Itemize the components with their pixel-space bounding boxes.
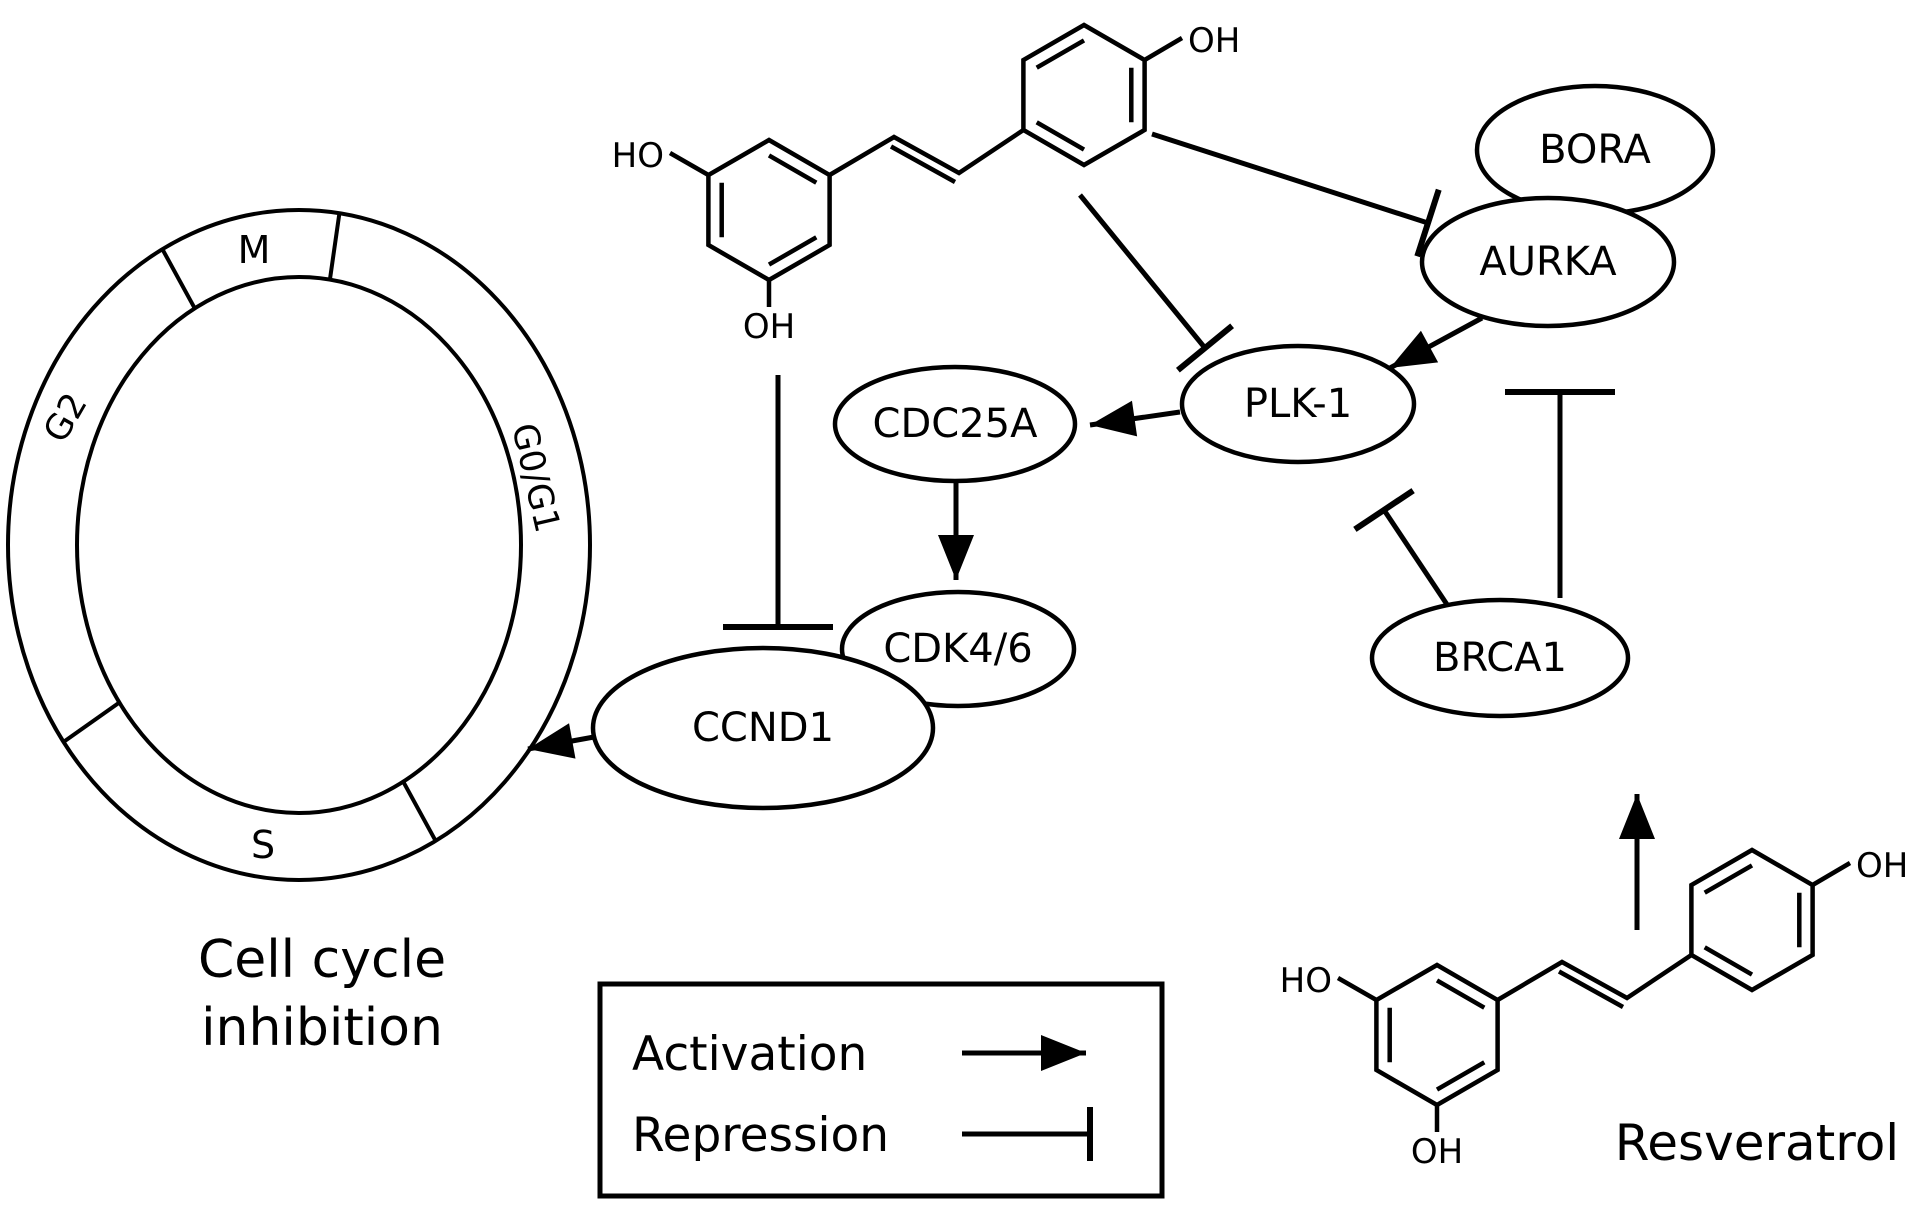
- phase-label-s: S: [251, 823, 275, 867]
- edge-plk1-cdc25a-activation: [1089, 400, 1181, 437]
- legend: Activation Repression: [597, 981, 1165, 1199]
- phase-divider-g0g1-s: [401, 780, 438, 842]
- node-bora: BORA: [1474, 83, 1716, 217]
- phase-label-m: M: [238, 228, 271, 272]
- cdc25a-label: CDC25A: [873, 401, 1039, 447]
- pathway-edges: [527, 131, 1655, 930]
- edge-resveratrol-aurka-repression: [1151, 131, 1442, 258]
- cell-cycle-inner-ellipse: [75, 275, 523, 815]
- node-cdk46: CDK4/6: [839, 589, 1077, 709]
- ccnd1-ellipse: [590, 645, 936, 811]
- brca1-ellipse: [1369, 597, 1631, 719]
- edge-aurka-plk1-activation: [1388, 315, 1484, 371]
- node-cdc25a: CDC25A: [832, 364, 1078, 484]
- cell-cycle-caption-line1: Cell cycle: [198, 930, 446, 990]
- node-ccnd1: CCND1: [590, 645, 936, 811]
- node-aurka: AURKA: [1419, 195, 1677, 329]
- node-brca1: BRCA1: [1369, 597, 1631, 719]
- resveratrol-name-label: Resveratrol: [1615, 1114, 1899, 1172]
- cdc25a-ellipse: [832, 364, 1078, 484]
- cdk46-ellipse: [839, 589, 1077, 709]
- aurka-label: AURKA: [1479, 239, 1617, 285]
- phase-divider-g2-m: [160, 248, 197, 310]
- legend-box: [597, 981, 1165, 1199]
- legend-activation-label: Activation: [632, 1027, 867, 1082]
- plk1-ellipse: [1179, 343, 1417, 465]
- legend-repression-label: Repression: [632, 1108, 889, 1163]
- plk1-label: PLK-1: [1244, 381, 1352, 427]
- ccnd1-label: CCND1: [692, 705, 834, 751]
- edge-resveratrol-plk1-repression: [1078, 193, 1235, 373]
- brca1-label: BRCA1: [1433, 635, 1567, 681]
- node-plk1: PLK-1: [1179, 343, 1417, 465]
- edge-brca1-plk1-repression: [1353, 488, 1451, 608]
- phase-divider-m-g0g1: [327, 213, 342, 280]
- edge-ccnd1-cellcycle-activation: [527, 723, 595, 759]
- aurka-ellipse: [1419, 195, 1677, 329]
- phase-divider-s-g2: [62, 700, 121, 744]
- cell-cycle-outer-ellipse: [6, 208, 592, 882]
- cell-cycle-caption-line2: inhibition: [201, 998, 443, 1058]
- bora-label: BORA: [1539, 127, 1651, 173]
- cdk46-label: CDK4/6: [883, 626, 1032, 672]
